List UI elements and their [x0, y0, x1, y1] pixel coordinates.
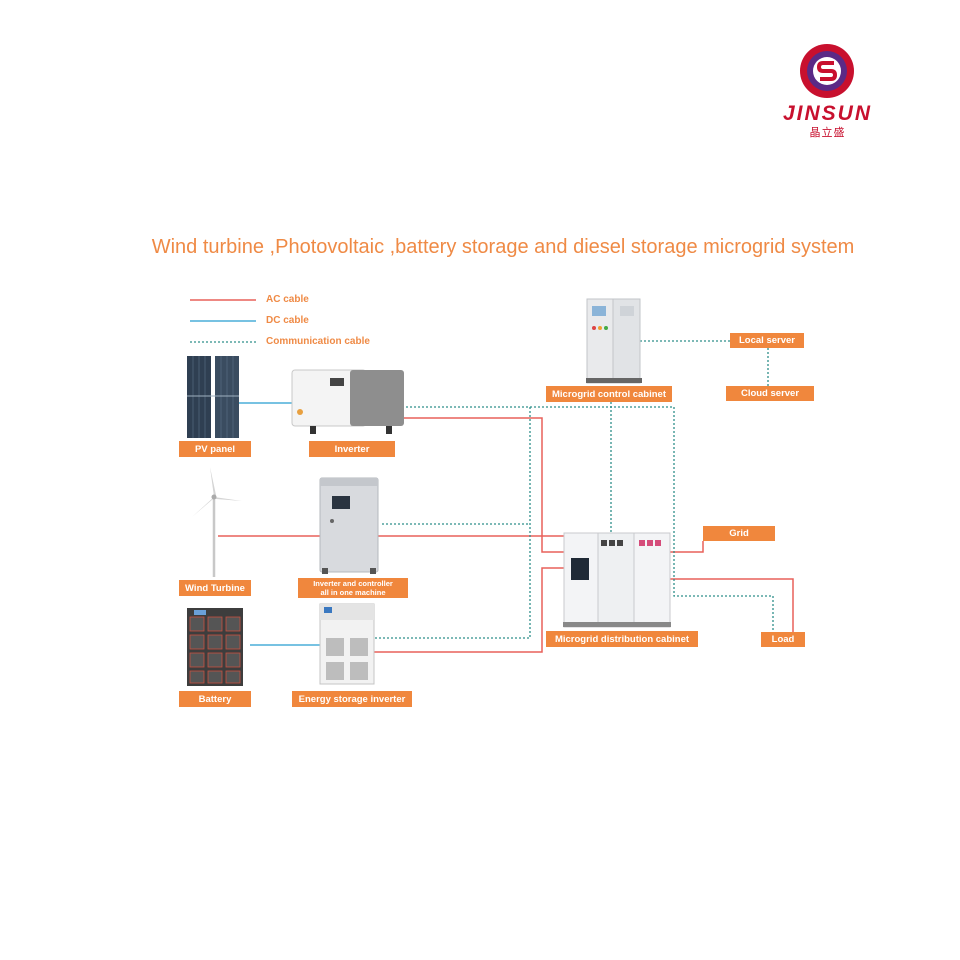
wind-turbine-image [192, 467, 242, 577]
legend-ac-label: AC cable [266, 294, 309, 305]
legend-comm-label: Communication cable [266, 336, 370, 347]
ac-cable-dist-grid [668, 541, 704, 553]
energy-storage-inverter-image [319, 603, 375, 685]
jinsun-logo: JINSUN 晶立盛 [770, 40, 885, 140]
label-inverter-controller: Inverter and controller all in one machi… [298, 578, 408, 598]
comm-cable-inverter-load [402, 406, 774, 632]
distribution-cabinet-image [563, 532, 671, 628]
label-inverter: Inverter [309, 441, 395, 457]
label-grid: Grid [703, 526, 775, 541]
label-control-cabinet: Microgrid control cabinet [546, 386, 672, 402]
label-load: Load [761, 632, 805, 647]
inverter-image [291, 369, 404, 434]
legend-dc-label: DC cable [266, 315, 309, 326]
brand-chinese-name: 晶立盛 [809, 127, 846, 139]
diagram-title: Wind turbine ,Photovoltaic ,battery stor… [151, 236, 855, 258]
label-cloud-server: Cloud server [726, 386, 814, 401]
ac-cable-dist-load [668, 578, 794, 632]
label-energy-storage-inverter: Energy storage inverter [292, 691, 412, 707]
label-battery: Battery [179, 691, 251, 707]
ac-cable-storage-dist [372, 567, 566, 653]
ac-cable-inverter-dist [402, 417, 566, 553]
label-distribution-cabinet: Microgrid distribution cabinet [546, 631, 698, 647]
label-local-server: Local server [730, 333, 804, 348]
pv-panel-image [187, 356, 239, 438]
control-cabinet-image [586, 298, 642, 384]
label-wind-turbine: Wind Turbine [179, 580, 251, 596]
battery-image [187, 608, 243, 686]
jinsun-logo-icon [800, 44, 854, 98]
brand-name: JINSUN [782, 102, 873, 125]
comm-cable-trunk-storage [372, 407, 531, 639]
label-pv-panel: PV panel [179, 441, 251, 457]
inverter-controller-image [319, 477, 379, 574]
